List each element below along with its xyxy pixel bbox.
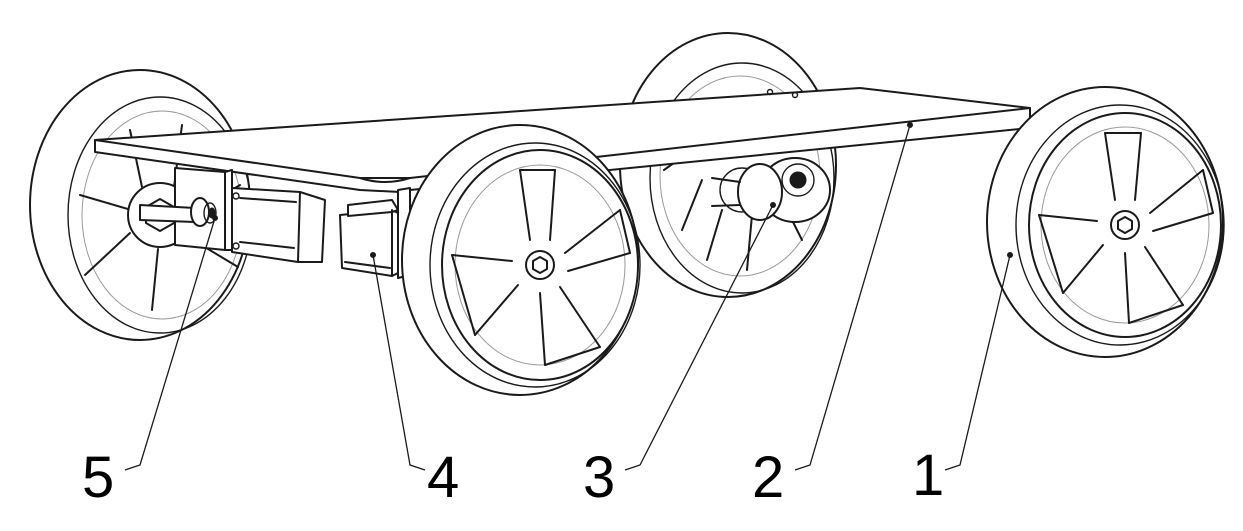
callout-label-4: 4: [427, 445, 459, 510]
leader-5: [124, 217, 216, 471]
callout-label-1: 1: [912, 443, 944, 508]
leader-3: [624, 204, 774, 471]
stepper-motor-left: [231, 187, 326, 263]
leader-4: [372, 254, 426, 471]
leader-2: [794, 124, 911, 471]
servo-motor: [339, 187, 411, 279]
callout-label-2: 2: [752, 445, 784, 510]
wheel-front-left: [401, 124, 641, 396]
motor-mount-left: [139, 167, 233, 251]
bearing-coupling: [711, 157, 831, 223]
callout-label-5: 5: [82, 445, 114, 510]
wheel-front-right: [986, 86, 1225, 358]
leader-1: [944, 254, 1011, 471]
leader-lines: [124, 122, 1013, 471]
callout-labels: 1 2 3 4 5: [82, 443, 944, 510]
callout-label-3: 3: [583, 445, 615, 510]
